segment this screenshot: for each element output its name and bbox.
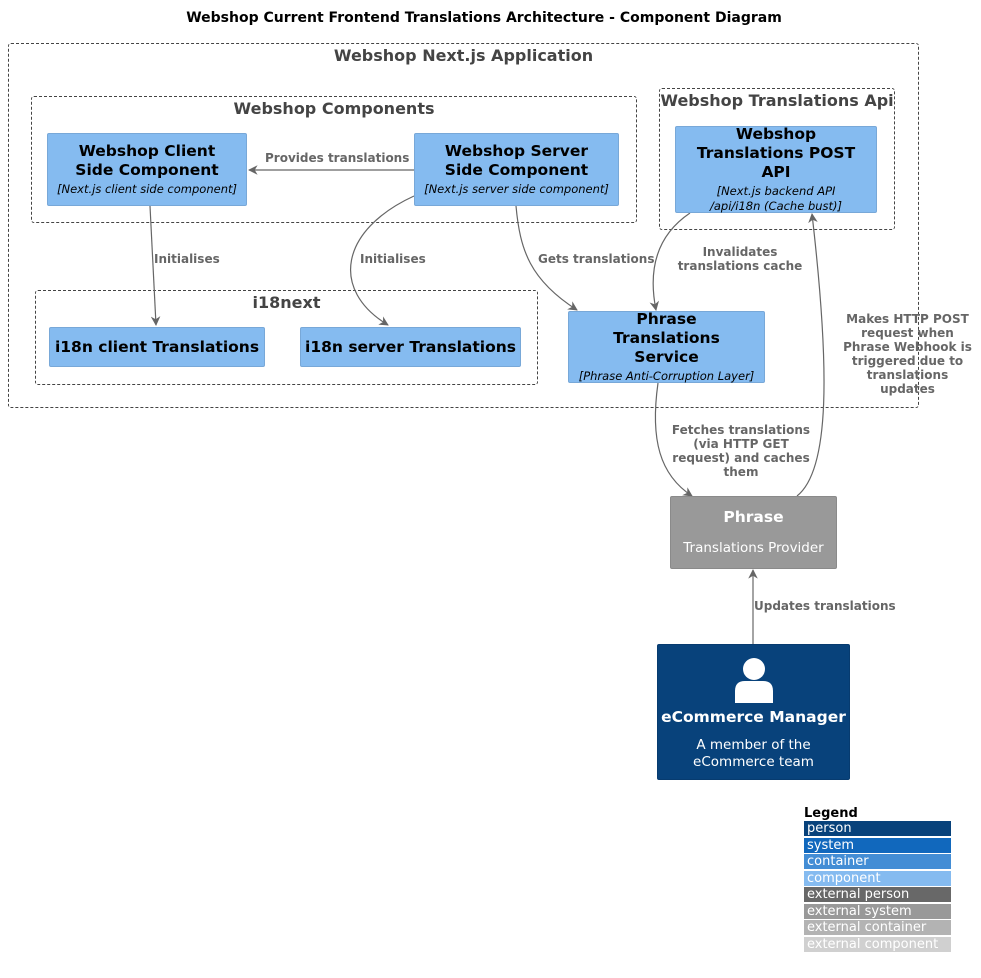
- webshop-client-side-component[interactable]: Webshop Client Side Component [Next.js c…: [47, 133, 247, 206]
- boundary-i18next: i18next: [35, 290, 538, 385]
- legend-external-container: external container: [804, 920, 951, 935]
- boundary-webshop-app-label: Webshop Next.js Application: [333, 46, 594, 65]
- edge-gets: [515, 205, 578, 311]
- i18n-client-name: i18n client Translations: [54, 337, 260, 356]
- post-api-name: Webshop Translations POST API: [696, 125, 856, 181]
- diagram-title: Webshop Current Frontend Translations Ar…: [186, 10, 782, 26]
- webshop-server-side-component[interactable]: Webshop Server Side Component [Next.js s…: [414, 133, 619, 206]
- webshop-translations-post-api[interactable]: Webshop Translations POST API [Next.js b…: [675, 125, 877, 213]
- rel-client-initialises: Initialises: [154, 252, 220, 266]
- server-component-tech: [Next.js server side component]: [424, 182, 609, 196]
- i18n-server-name: i18n server Translations: [305, 337, 516, 356]
- edge-fetches: [654, 382, 693, 497]
- rel-webhook-post: Makes HTTP POST request when Phrase Webh…: [843, 312, 972, 396]
- legend-external-component: external component: [804, 937, 951, 952]
- phrase-desc: Translations Provider: [683, 540, 824, 556]
- legend-external-system: external system: [804, 904, 951, 919]
- i18n-client-translations[interactable]: i18n client Translations: [49, 327, 265, 367]
- legend-external-person: external person: [804, 887, 951, 902]
- person-icon: [734, 658, 773, 703]
- edge-invalidates: [649, 212, 691, 311]
- rel-invalidates-cache: Invalidates translations cache: [677, 245, 803, 273]
- rel-server-initialises: Initialises: [360, 252, 426, 266]
- edge-server-init: [350, 195, 415, 326]
- boundary-translations-api-label: Webshop Translations Api: [660, 91, 894, 110]
- edge-webhook: [796, 213, 825, 497]
- boundary-translations-api: Webshop Translations Api: [659, 88, 895, 230]
- boundary-webshop-components-label: Webshop Components: [233, 99, 435, 118]
- i18n-server-translations[interactable]: i18n server Translations: [300, 327, 521, 367]
- rel-provides-translations: Provides translations: [265, 151, 410, 165]
- legend-title: Legend: [804, 806, 858, 821]
- client-component-name: Webshop Client Side Component: [75, 142, 219, 179]
- boundary-i18next-label: i18next: [252, 293, 321, 312]
- legend-system: system: [804, 838, 951, 853]
- ecommerce-manager-person[interactable]: eCommerce Manager A member of the eComme…: [657, 644, 850, 780]
- boundary-webshop-components: Webshop Components: [31, 96, 637, 223]
- rel-fetches-translations: Fetches translations (via HTTP GET reque…: [671, 423, 811, 479]
- legend-person: person: [804, 821, 951, 836]
- phrase-external-system[interactable]: Phrase Translations Provider: [670, 496, 837, 569]
- person-desc: A member of the eCommerce team: [693, 737, 814, 770]
- phrase-service-tech: [Phrase Anti-Corruption Layer]: [578, 369, 755, 383]
- post-api-tech: [Next.js backend API /api/i18n (Cache bu…: [709, 184, 843, 213]
- rel-gets-translations: Gets translations: [538, 252, 655, 266]
- phrase-service-name: Phrase Translations Service: [613, 310, 720, 366]
- legend-container: container: [804, 854, 951, 869]
- rel-updates-translations: Updates translations: [754, 599, 896, 613]
- edge-client-init: [149, 205, 161, 326]
- client-component-tech: [Next.js client side component]: [57, 182, 237, 196]
- boundary-webshop-app: Webshop Next.js Application: [8, 43, 919, 408]
- person-name: eCommerce Manager: [661, 708, 846, 726]
- phrase-name: Phrase: [723, 508, 784, 526]
- legend-component: component: [804, 871, 951, 886]
- phrase-translations-service[interactable]: Phrase Translations Service [Phrase Anti…: [568, 310, 765, 383]
- server-component-name: Webshop Server Side Component: [444, 142, 589, 179]
